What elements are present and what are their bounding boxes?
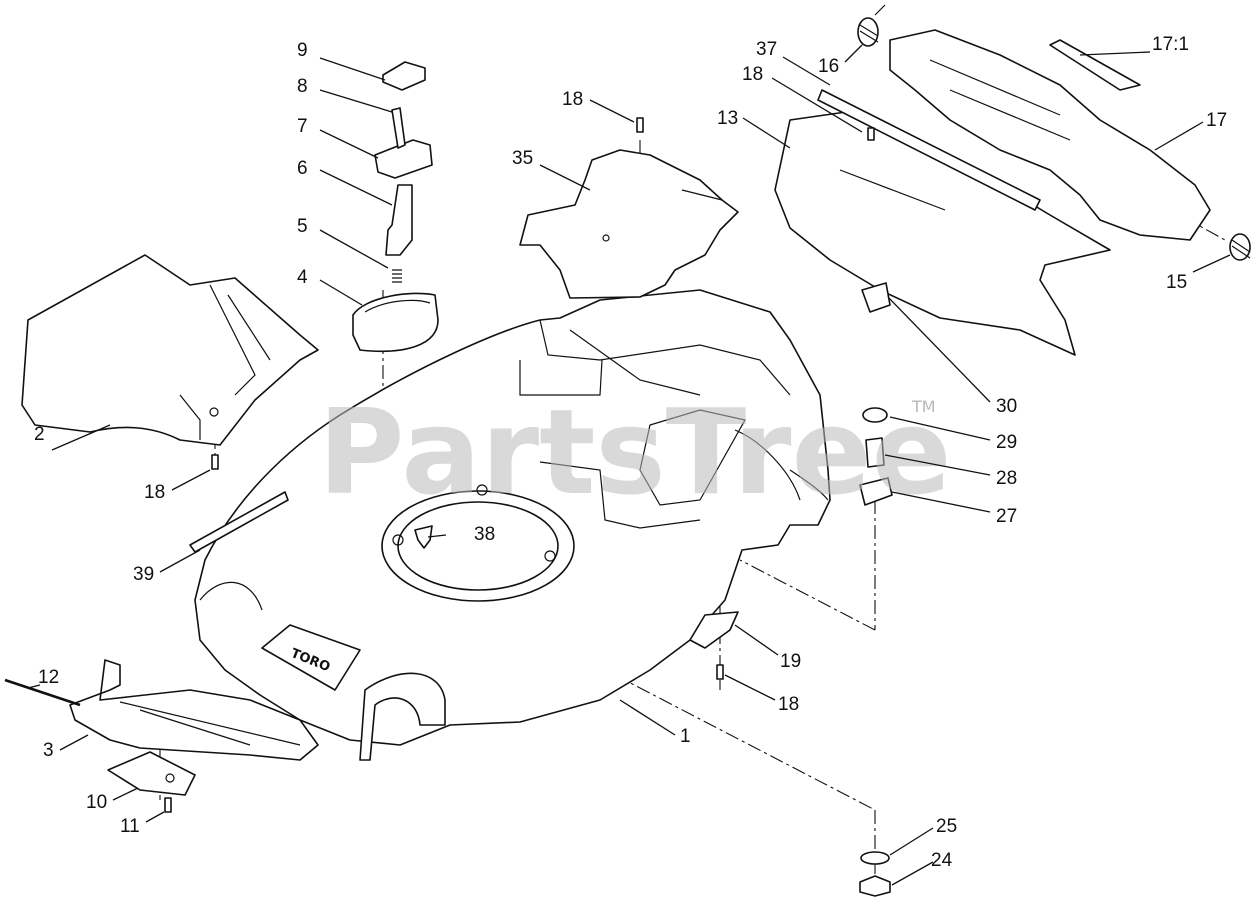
callout-24: 24 (931, 850, 953, 871)
shaft-6 (385, 184, 413, 256)
pivot-rod-37 (817, 89, 1041, 211)
callout-25: 25 (936, 816, 957, 837)
rod-12 (4, 678, 81, 707)
callout-8: 8 (297, 76, 308, 97)
callout-2: 2 (34, 424, 45, 445)
wheel-hardware-stack (859, 282, 893, 506)
callout-17-1: 17:1 (1152, 34, 1189, 55)
bracket-19 (689, 611, 739, 649)
rear-flap-17 (889, 29, 1211, 241)
callout-18-left: 18 (144, 482, 165, 503)
bracket-plate (107, 751, 196, 796)
bolt-30 (861, 282, 891, 313)
baffle-35 (519, 149, 739, 299)
callout-30: 30 (996, 396, 1017, 417)
screws-18 (211, 117, 875, 680)
mower-deck-housing: TORO (194, 289, 831, 761)
callout-4: 4 (297, 267, 308, 288)
nut-27 (859, 477, 893, 506)
watermark-trademark: TM (911, 397, 936, 416)
cap-7 (374, 139, 433, 179)
screw-38 (414, 525, 433, 549)
clip-8 (391, 107, 406, 149)
washer-29 (862, 407, 888, 423)
decal-17-1 (1049, 39, 1141, 91)
callout-13: 13 (717, 108, 738, 129)
spring-16 (857, 4, 886, 47)
spring-5 (392, 269, 402, 283)
washer-25 (860, 851, 890, 865)
callout-11: 11 (120, 816, 140, 837)
callout-labels: 9 8 7 7 6 5 4 2 18 39 38 12 3 10 11 18 3… (34, 34, 1227, 871)
callout-17: 17 (1206, 110, 1227, 131)
callout-18-right: 18 (742, 64, 763, 85)
strip-39 (189, 491, 289, 553)
callout-15: 15 (1166, 272, 1187, 293)
callout-19: 19 (780, 651, 801, 672)
callout-5: 5 (297, 216, 308, 237)
callout-35: 35 (512, 148, 533, 169)
callout-18-bottom: 18 (778, 694, 799, 715)
callout-16: 16 (818, 56, 839, 77)
callout-27: 27 (996, 506, 1017, 527)
callout-38: 38 (474, 524, 495, 545)
callout-leader-lines (27, 44, 1231, 886)
screw-11 (164, 797, 172, 813)
watermark-text: PartsTree (318, 383, 952, 521)
callout-37: 37 (756, 39, 777, 60)
callout-28: 28 (996, 468, 1017, 489)
callout-10: 10 (86, 792, 107, 813)
spring-15 (1229, 233, 1251, 261)
handle-bracket (69, 659, 319, 761)
height-adjuster-stack (352, 61, 439, 353)
callout-6: 6 (297, 158, 308, 179)
side-discharge-chute (21, 254, 319, 446)
bushing-28 (865, 437, 885, 468)
callout-1: 1 (680, 726, 691, 747)
callout-3: 3 (43, 740, 54, 761)
callout-12: 12 (38, 667, 59, 688)
nut-24 (859, 875, 891, 897)
callout-18-top: 18 (562, 89, 583, 110)
callout-39: 39 (133, 564, 154, 585)
watermark: PartsTree TM (318, 383, 952, 521)
knob-9 (382, 61, 426, 91)
callout-7-visible: 7 (297, 116, 308, 137)
callout-29: 29 (996, 432, 1017, 453)
callout-9: 9 (297, 40, 308, 61)
